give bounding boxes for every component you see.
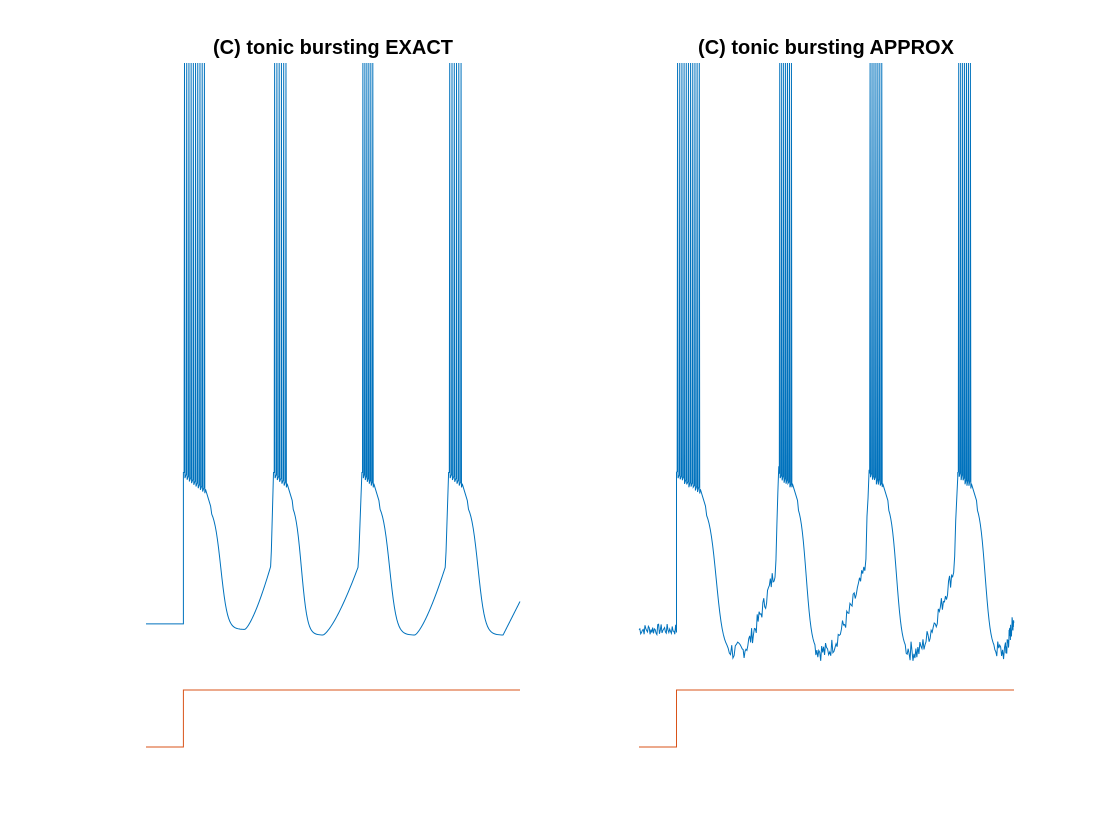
panel-title-approx: (C) tonic bursting APPROX (698, 37, 955, 59)
input-current-trace-approx (639, 689, 1014, 748)
panel-exact: (C) tonic bursting EXACT (146, 37, 521, 748)
voltage-trace-approx (638, 62, 1015, 661)
panel-title-exact: (C) tonic bursting EXACT (213, 37, 453, 59)
panel-approx: (C) tonic bursting APPROX (638, 37, 1015, 748)
input-current-trace-exact (146, 689, 520, 748)
voltage-trace-exact (146, 62, 521, 636)
